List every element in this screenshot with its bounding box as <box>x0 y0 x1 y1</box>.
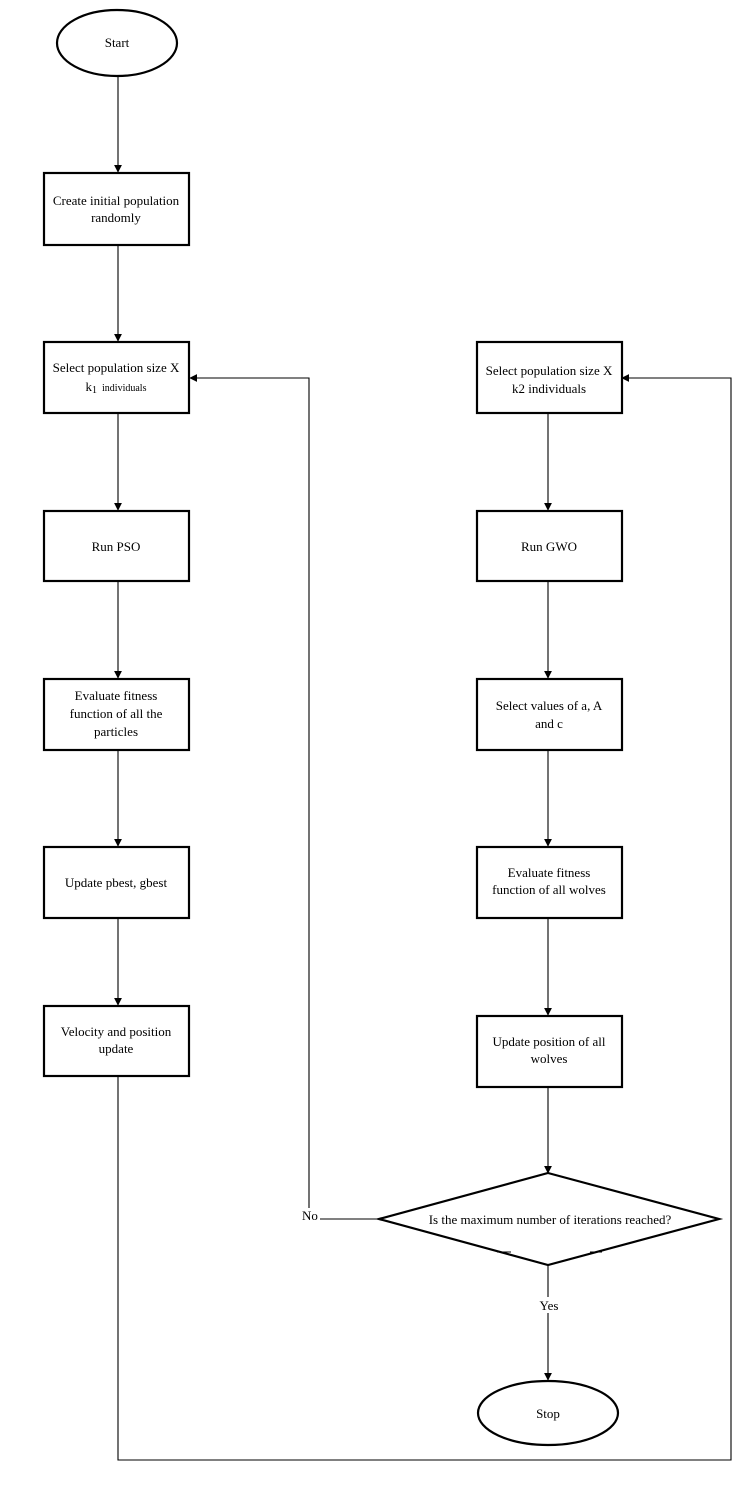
create-population-line1: Create initial population <box>53 193 180 208</box>
select-k1-box: Select population size X k1 individuals <box>42 340 191 415</box>
eval-particles-line1: Evaluate fitness <box>75 688 158 703</box>
yes-label-bg <box>537 1297 561 1313</box>
no-label: No <box>302 1208 318 1223</box>
start-label: Start <box>105 35 130 50</box>
yes-label: Yes <box>540 1298 559 1313</box>
edge-decision-no <box>189 374 379 1220</box>
update-wolves-line2: wolves <box>531 1051 568 1066</box>
eval-wolves-line1: Evaluate fitness <box>508 865 591 880</box>
decision-label: Is the maximum number of iterations reac… <box>429 1212 672 1227</box>
run-pso-label: Run PSO <box>92 539 141 554</box>
run-pso-box: Run PSO <box>42 509 191 583</box>
eval-wolves-line2: function of all wolves <box>492 882 606 897</box>
select-k1-line2: k1 individuals <box>86 379 147 396</box>
select-k2-line1: Select population size X <box>486 363 613 378</box>
create-population-box: Create initial population randomly <box>42 171 191 247</box>
stop-terminal: Stop <box>476 1379 620 1447</box>
select-values-line1: Select values of a, A <box>496 698 603 713</box>
update-pbest-box: Update pbest, gbest <box>42 845 191 920</box>
update-wolves-line1: Update position of all <box>492 1034 605 1049</box>
no-label-bg <box>300 1208 320 1223</box>
run-gwo-box: Run GWO <box>475 509 624 583</box>
velocity-update-box: Velocity and position update <box>42 1004 191 1078</box>
select-values-line2: and c <box>535 716 563 731</box>
select-k1-line1: Select population size X <box>53 360 180 375</box>
edge-velocity-to-select-k2 <box>117 374 732 1461</box>
eval-wolves-box: Evaluate fitness function of all wolves <box>475 845 624 920</box>
select-values-box: Select values of a, A and c <box>475 677 624 752</box>
velocity-update-line2: update <box>99 1041 134 1056</box>
update-pbest-label: Update pbest, gbest <box>65 875 168 890</box>
velocity-update-line1: Velocity and position <box>61 1024 172 1039</box>
eval-particles-line3: particles <box>94 724 138 739</box>
create-population-line2: randomly <box>91 210 141 225</box>
select-k1-k: k <box>86 379 93 394</box>
update-wolves-box: Update position of all wolves <box>475 1014 624 1089</box>
decision-diamond: Is the maximum number of iterations reac… <box>374 1171 724 1267</box>
select-k1-individuals: individuals <box>102 383 147 394</box>
select-k1-subscript: 1 <box>92 385 97 396</box>
select-k2-box: Select population size X k2 individuals <box>475 340 624 415</box>
start-terminal: Start <box>55 8 179 78</box>
run-gwo-label: Run GWO <box>521 539 577 554</box>
eval-particles-line2: function of all the <box>70 706 163 721</box>
stop-label: Stop <box>536 1406 560 1421</box>
select-k2-line2: k2 individuals <box>512 381 586 396</box>
eval-particles-box: Evaluate fitness function of all the par… <box>42 677 191 752</box>
